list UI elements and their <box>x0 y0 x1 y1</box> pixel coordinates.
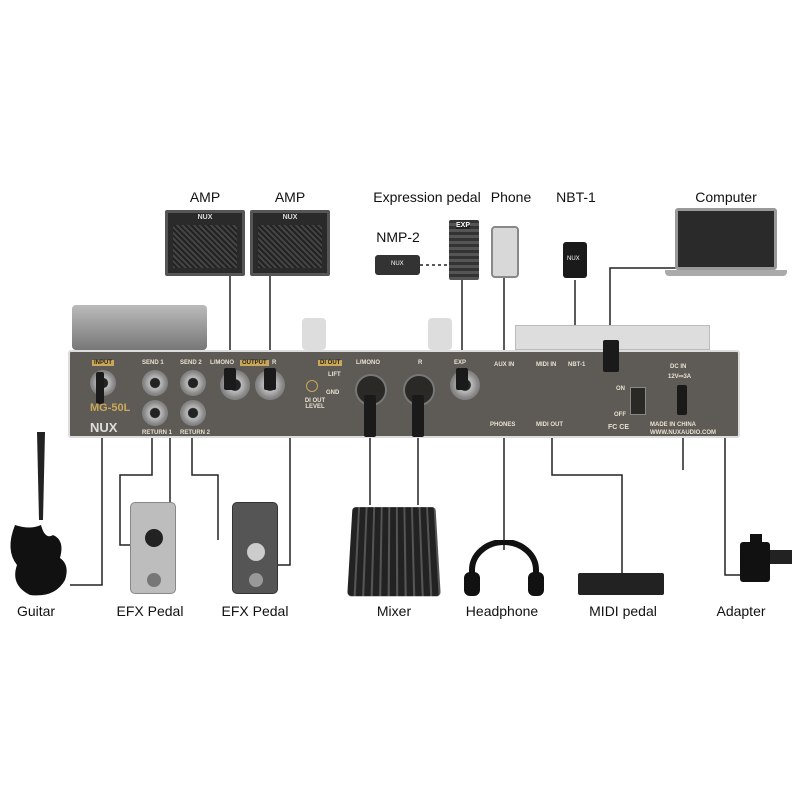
rear-panel: INPUT SEND 1 RETURN 1 SEND 2 RETURN 2 L/… <box>68 350 740 438</box>
midi-pedal-label: MIDI pedal <box>589 603 657 619</box>
send2-jack[interactable] <box>180 370 206 396</box>
computer-label: Computer <box>695 189 757 205</box>
headphone-label: Headphone <box>465 603 539 619</box>
di-l-label: L/MONO <box>356 360 380 366</box>
exp-label: EXP <box>454 360 467 366</box>
di-level-knob[interactable] <box>306 380 318 392</box>
exp-cable-plug <box>456 368 468 390</box>
midi-out-label: MIDI OUT <box>536 422 563 428</box>
footswitch <box>302 318 326 350</box>
power-on-label: ON <box>616 386 625 392</box>
expression-pedal: EXP <box>449 220 479 280</box>
return2-label: RETURN 2 <box>180 430 211 436</box>
amp1-cable-plug <box>224 368 236 390</box>
dc-in-label: DC IN <box>670 364 687 370</box>
di-out-label: DI OUT <box>318 360 343 366</box>
efx-pedal-label-1: EFX Pedal <box>116 603 184 619</box>
dc-plug <box>677 385 687 415</box>
amp-label-1: AMP <box>189 189 221 205</box>
guitar-label: Guitar <box>16 603 56 619</box>
send1-jack[interactable] <box>142 370 168 396</box>
website-label: WWW.NUXAUDIO.COM <box>650 430 716 436</box>
laptop-computer <box>675 208 777 270</box>
pedalboard-top <box>72 305 207 350</box>
nbt-port-label: NBT-1 <box>568 362 586 368</box>
midi-in-label: MIDI IN <box>536 362 557 368</box>
model-name: MG-50L <box>90 402 131 414</box>
di-r-label: R <box>418 360 423 366</box>
power-off-label: OFF <box>614 412 626 418</box>
laptop-base <box>665 270 787 276</box>
certification-marks: FC CE <box>608 424 629 431</box>
midi-pedal <box>578 573 664 595</box>
headphone <box>464 540 544 596</box>
return2-jack[interactable] <box>180 400 206 426</box>
output-l-label: L/MONO <box>210 360 234 366</box>
nbt-1-device: NUX <box>563 242 587 278</box>
adapter-label: Adapter <box>716 603 766 619</box>
power-switch[interactable] <box>630 387 646 415</box>
efx-pedal-2 <box>232 502 278 594</box>
return1-jack[interactable] <box>142 400 168 426</box>
amp-2: NUX <box>250 210 330 276</box>
amp-1: NUX <box>165 210 245 276</box>
gnd-label: GND <box>326 390 340 396</box>
send2-label: SEND 2 <box>180 360 202 366</box>
output-r-label: R <box>272 360 277 366</box>
nmp-label: NMP-2 <box>376 229 420 245</box>
di-level-label: DI OUT LEVEL <box>304 398 326 410</box>
guitar <box>10 432 67 596</box>
amp-label-2: AMP <box>274 189 306 205</box>
footswitch <box>428 318 452 350</box>
amp2-cable-plug <box>264 368 276 390</box>
efx-pedal-1 <box>130 502 176 594</box>
output-label: OUTPUT <box>240 360 269 366</box>
return1-label: RETURN 1 <box>142 430 173 436</box>
expression-pedal-label: Expression pedal <box>373 189 481 205</box>
usb-plug <box>603 340 619 372</box>
send1-label: SEND 1 <box>142 360 164 366</box>
nbt-label: NBT-1 <box>556 189 596 205</box>
mixer-label: Mixer <box>376 603 412 619</box>
input-label: INPUT <box>92 360 114 366</box>
power-adapter <box>740 534 792 582</box>
xlr-plug-r <box>412 395 424 437</box>
dc-spec-label: 12V⎓3A <box>668 374 692 380</box>
phone-label: Phone <box>490 189 532 205</box>
nmp-2-footswitch: NUX <box>375 255 420 275</box>
lift-label: LIFT <box>328 372 341 378</box>
brand-logo: NUX <box>90 420 118 435</box>
phone <box>491 226 519 278</box>
made-in-label: MADE IN CHINA <box>650 422 696 428</box>
mixer <box>347 507 441 597</box>
xlr-plug-l <box>364 395 376 437</box>
efx-pedal-label-2: EFX Pedal <box>221 603 289 619</box>
guitar-cable-plug <box>96 372 104 404</box>
phones-label: PHONES <box>490 422 516 428</box>
aux-in-label: AUX IN <box>494 362 515 368</box>
